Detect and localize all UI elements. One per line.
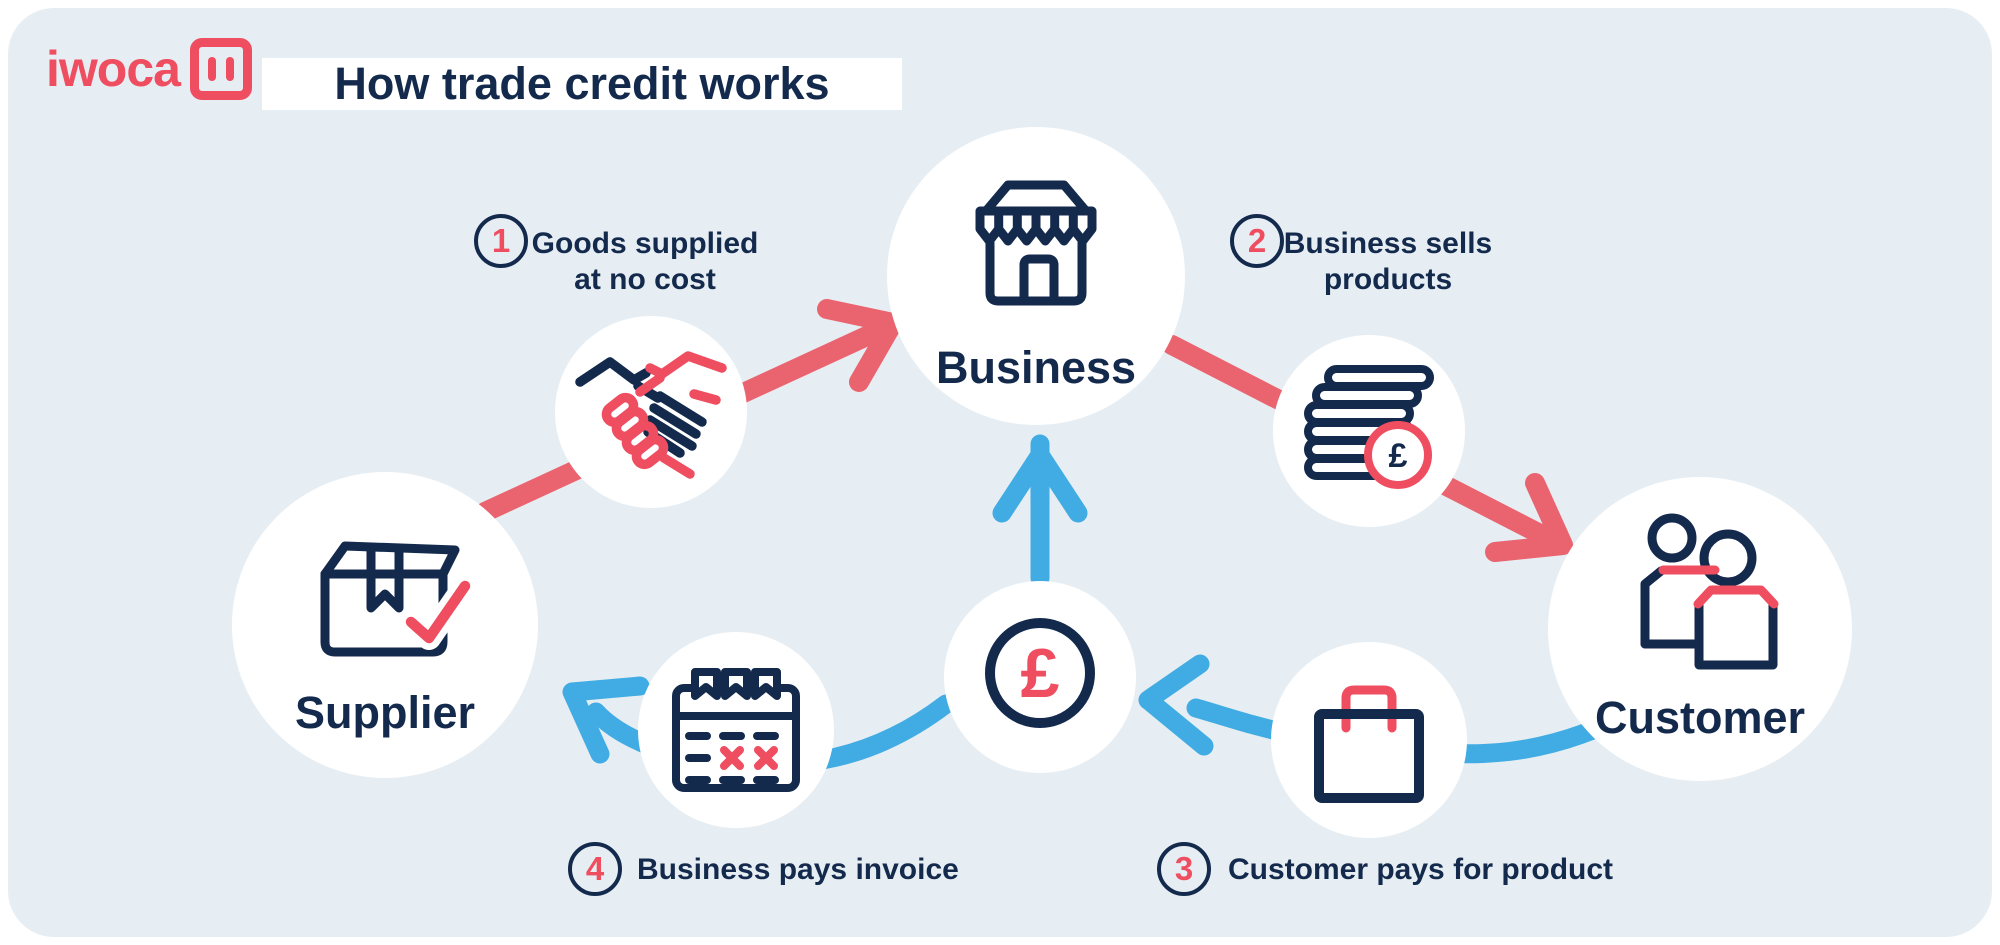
storefront-icon [975, 180, 1097, 306]
logo-pause-bar [225, 57, 234, 81]
coins-node: £ [1273, 335, 1465, 527]
step-1-badge: 1 [474, 214, 528, 268]
step-3-label: Customer pays for product [1228, 853, 1614, 886]
bag-node [1271, 642, 1467, 838]
step-4-badge: 4 [568, 842, 622, 896]
iwoca-logo-text: iwoca [46, 41, 181, 97]
page-title: How trade credit works [334, 58, 830, 109]
shopping-bag-icon [1314, 685, 1424, 803]
business-node: Business [887, 127, 1185, 425]
step-label-line: products [1323, 263, 1453, 296]
calendar-node [638, 632, 834, 828]
step-label-line: at no cost [574, 263, 716, 296]
customer-label: Customer [1594, 692, 1806, 743]
supplier-node: Supplier [232, 472, 538, 778]
arrow-payment-to-business [992, 434, 1088, 588]
step-1-number: 1 [491, 222, 511, 259]
title-strip: How trade credit works [262, 58, 902, 110]
step-2-number: 2 [1247, 222, 1267, 259]
business-label: Business [935, 342, 1137, 393]
pound-coin-icon: £ [985, 618, 1095, 728]
step-label-line: Goods supplied [531, 227, 759, 260]
calendar-icon [672, 668, 800, 792]
iwoca-logo: iwoca [46, 38, 252, 100]
coin-stack-icon: £ [1304, 365, 1434, 489]
step-2-badge: 2 [1230, 214, 1284, 268]
step-3-badge: 3 [1157, 842, 1211, 896]
supplier-label: Supplier [294, 687, 476, 738]
step-label-line: Business sells [1283, 227, 1493, 260]
handshake-icon [575, 351, 727, 479]
step-4-number: 4 [585, 850, 605, 887]
step-4-label: Business pays invoice [637, 853, 959, 886]
pound-symbol: £ [1021, 634, 1060, 712]
people-icon [1640, 513, 1779, 670]
step-1-label: Goods supplied at no cost [505, 226, 785, 298]
logo-pause-bar [207, 57, 216, 81]
payment-node: £ [944, 581, 1136, 773]
iwoca-logo-icon [189, 38, 252, 100]
step-3-number: 3 [1174, 850, 1194, 887]
step-2-label: Business sells products [1248, 226, 1528, 298]
customer-node: Customer [1548, 477, 1852, 781]
package-check-icon [320, 541, 475, 657]
coin-pound-symbol: £ [1389, 437, 1408, 475]
handshake-node [555, 316, 747, 508]
